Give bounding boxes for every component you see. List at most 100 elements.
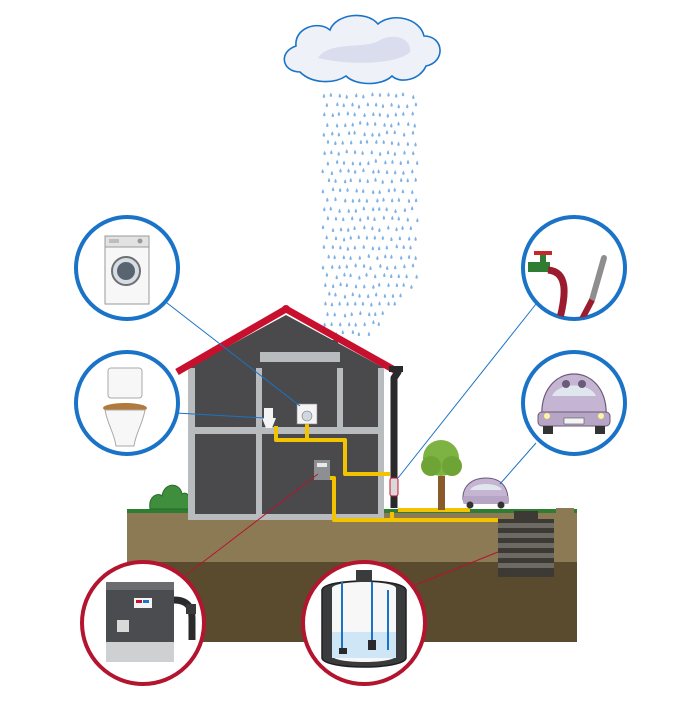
rain-drop — [353, 130, 356, 135]
rain-drop — [361, 301, 365, 306]
rain-drop — [334, 178, 337, 183]
rain-drop — [393, 129, 396, 135]
rain-drop — [323, 150, 326, 156]
rain-drop — [354, 208, 358, 213]
rain-drop — [387, 301, 390, 306]
rain-drop — [338, 301, 341, 306]
rain-drop — [338, 93, 342, 98]
rain-drop — [343, 272, 346, 277]
house-filter — [389, 477, 399, 497]
rain-drop — [402, 111, 405, 116]
rain-drop — [372, 284, 375, 289]
rain-drop — [409, 245, 412, 250]
rain-drop — [390, 140, 394, 145]
rain-drop — [363, 225, 366, 230]
rain-drop — [371, 92, 374, 97]
rain-drop — [391, 159, 394, 164]
underground-tank-icon — [321, 570, 407, 668]
rain-drop — [397, 197, 401, 202]
rain-drop — [359, 217, 362, 222]
rain-drop — [346, 301, 349, 306]
rain-drop — [399, 160, 402, 165]
rain-drop — [344, 122, 347, 128]
house-pump-unit — [314, 460, 330, 480]
rain-drop — [338, 264, 341, 269]
rain-drop — [343, 294, 347, 299]
rain-drop — [331, 131, 334, 136]
rain-drop — [334, 292, 337, 297]
rain-drop — [336, 101, 339, 107]
rain-drop — [386, 113, 390, 118]
rain-drop — [366, 215, 370, 220]
rain-drop — [346, 246, 350, 251]
rain-drop — [387, 188, 391, 193]
rain-drop — [414, 102, 418, 107]
rain-drop — [401, 92, 405, 97]
car-icon — [537, 373, 611, 434]
rain-drop — [334, 196, 337, 202]
rain-drop — [357, 234, 360, 240]
rain-drop — [382, 139, 385, 144]
rain-drop — [349, 235, 352, 240]
rain-drop — [376, 198, 379, 203]
rain-drop — [343, 179, 347, 184]
rain-drop — [342, 160, 346, 165]
tree — [421, 440, 462, 510]
rain-drop — [394, 93, 398, 98]
rain-drop — [414, 142, 417, 147]
buried-tank-section — [498, 511, 554, 577]
rain-drop — [390, 236, 393, 242]
rain-drop — [351, 292, 354, 297]
rain-drop — [331, 186, 335, 192]
rain-drop — [385, 206, 388, 212]
rain-drop — [377, 321, 380, 327]
rain-drop — [355, 93, 358, 98]
rain-drop — [374, 177, 377, 182]
rain-drop — [371, 226, 374, 231]
rain-drop — [347, 168, 350, 173]
rain-drop — [365, 272, 368, 277]
rain-drop — [357, 331, 361, 337]
rain-drop — [381, 310, 384, 315]
rain-drop — [381, 235, 385, 240]
rain-drop — [331, 264, 334, 269]
rain-drop — [393, 170, 397, 175]
rain-drop — [341, 330, 344, 335]
rain-drop — [325, 272, 329, 277]
rain-drop — [361, 188, 365, 193]
rain-drop — [370, 302, 373, 307]
rain-drop — [361, 150, 364, 155]
rain-drop — [342, 237, 346, 242]
rain-drop — [390, 179, 394, 184]
rain-drop — [346, 187, 349, 192]
rain-drop — [397, 216, 400, 221]
rain-drop — [342, 103, 345, 108]
rain-drop — [377, 132, 381, 137]
rain-drop — [383, 293, 387, 298]
rain-drop — [370, 150, 374, 155]
rain-drop — [323, 112, 326, 117]
rain-drop — [377, 246, 381, 251]
rain-drop — [345, 264, 348, 269]
rain-drop — [416, 218, 419, 223]
rain-drop — [414, 177, 417, 182]
rain-drop — [406, 159, 410, 164]
callout-washing-machine — [74, 215, 180, 321]
rain-drop — [379, 263, 382, 268]
rain-drop — [339, 245, 342, 250]
rain-drop — [387, 225, 390, 230]
rain-drop — [395, 227, 398, 232]
rain-drop — [411, 111, 414, 116]
house-washing-machine — [296, 403, 318, 425]
rain-drop — [378, 151, 382, 156]
rain-drop — [327, 177, 331, 183]
rain-drop — [345, 94, 348, 99]
rain-drop — [367, 331, 371, 337]
rain-drop — [365, 235, 369, 240]
rain-drop — [377, 169, 380, 174]
rain-drop — [394, 112, 398, 117]
rain-drop — [374, 292, 378, 297]
rain-drop — [331, 112, 334, 118]
rain-drop — [414, 236, 417, 241]
parked-car — [462, 477, 509, 509]
